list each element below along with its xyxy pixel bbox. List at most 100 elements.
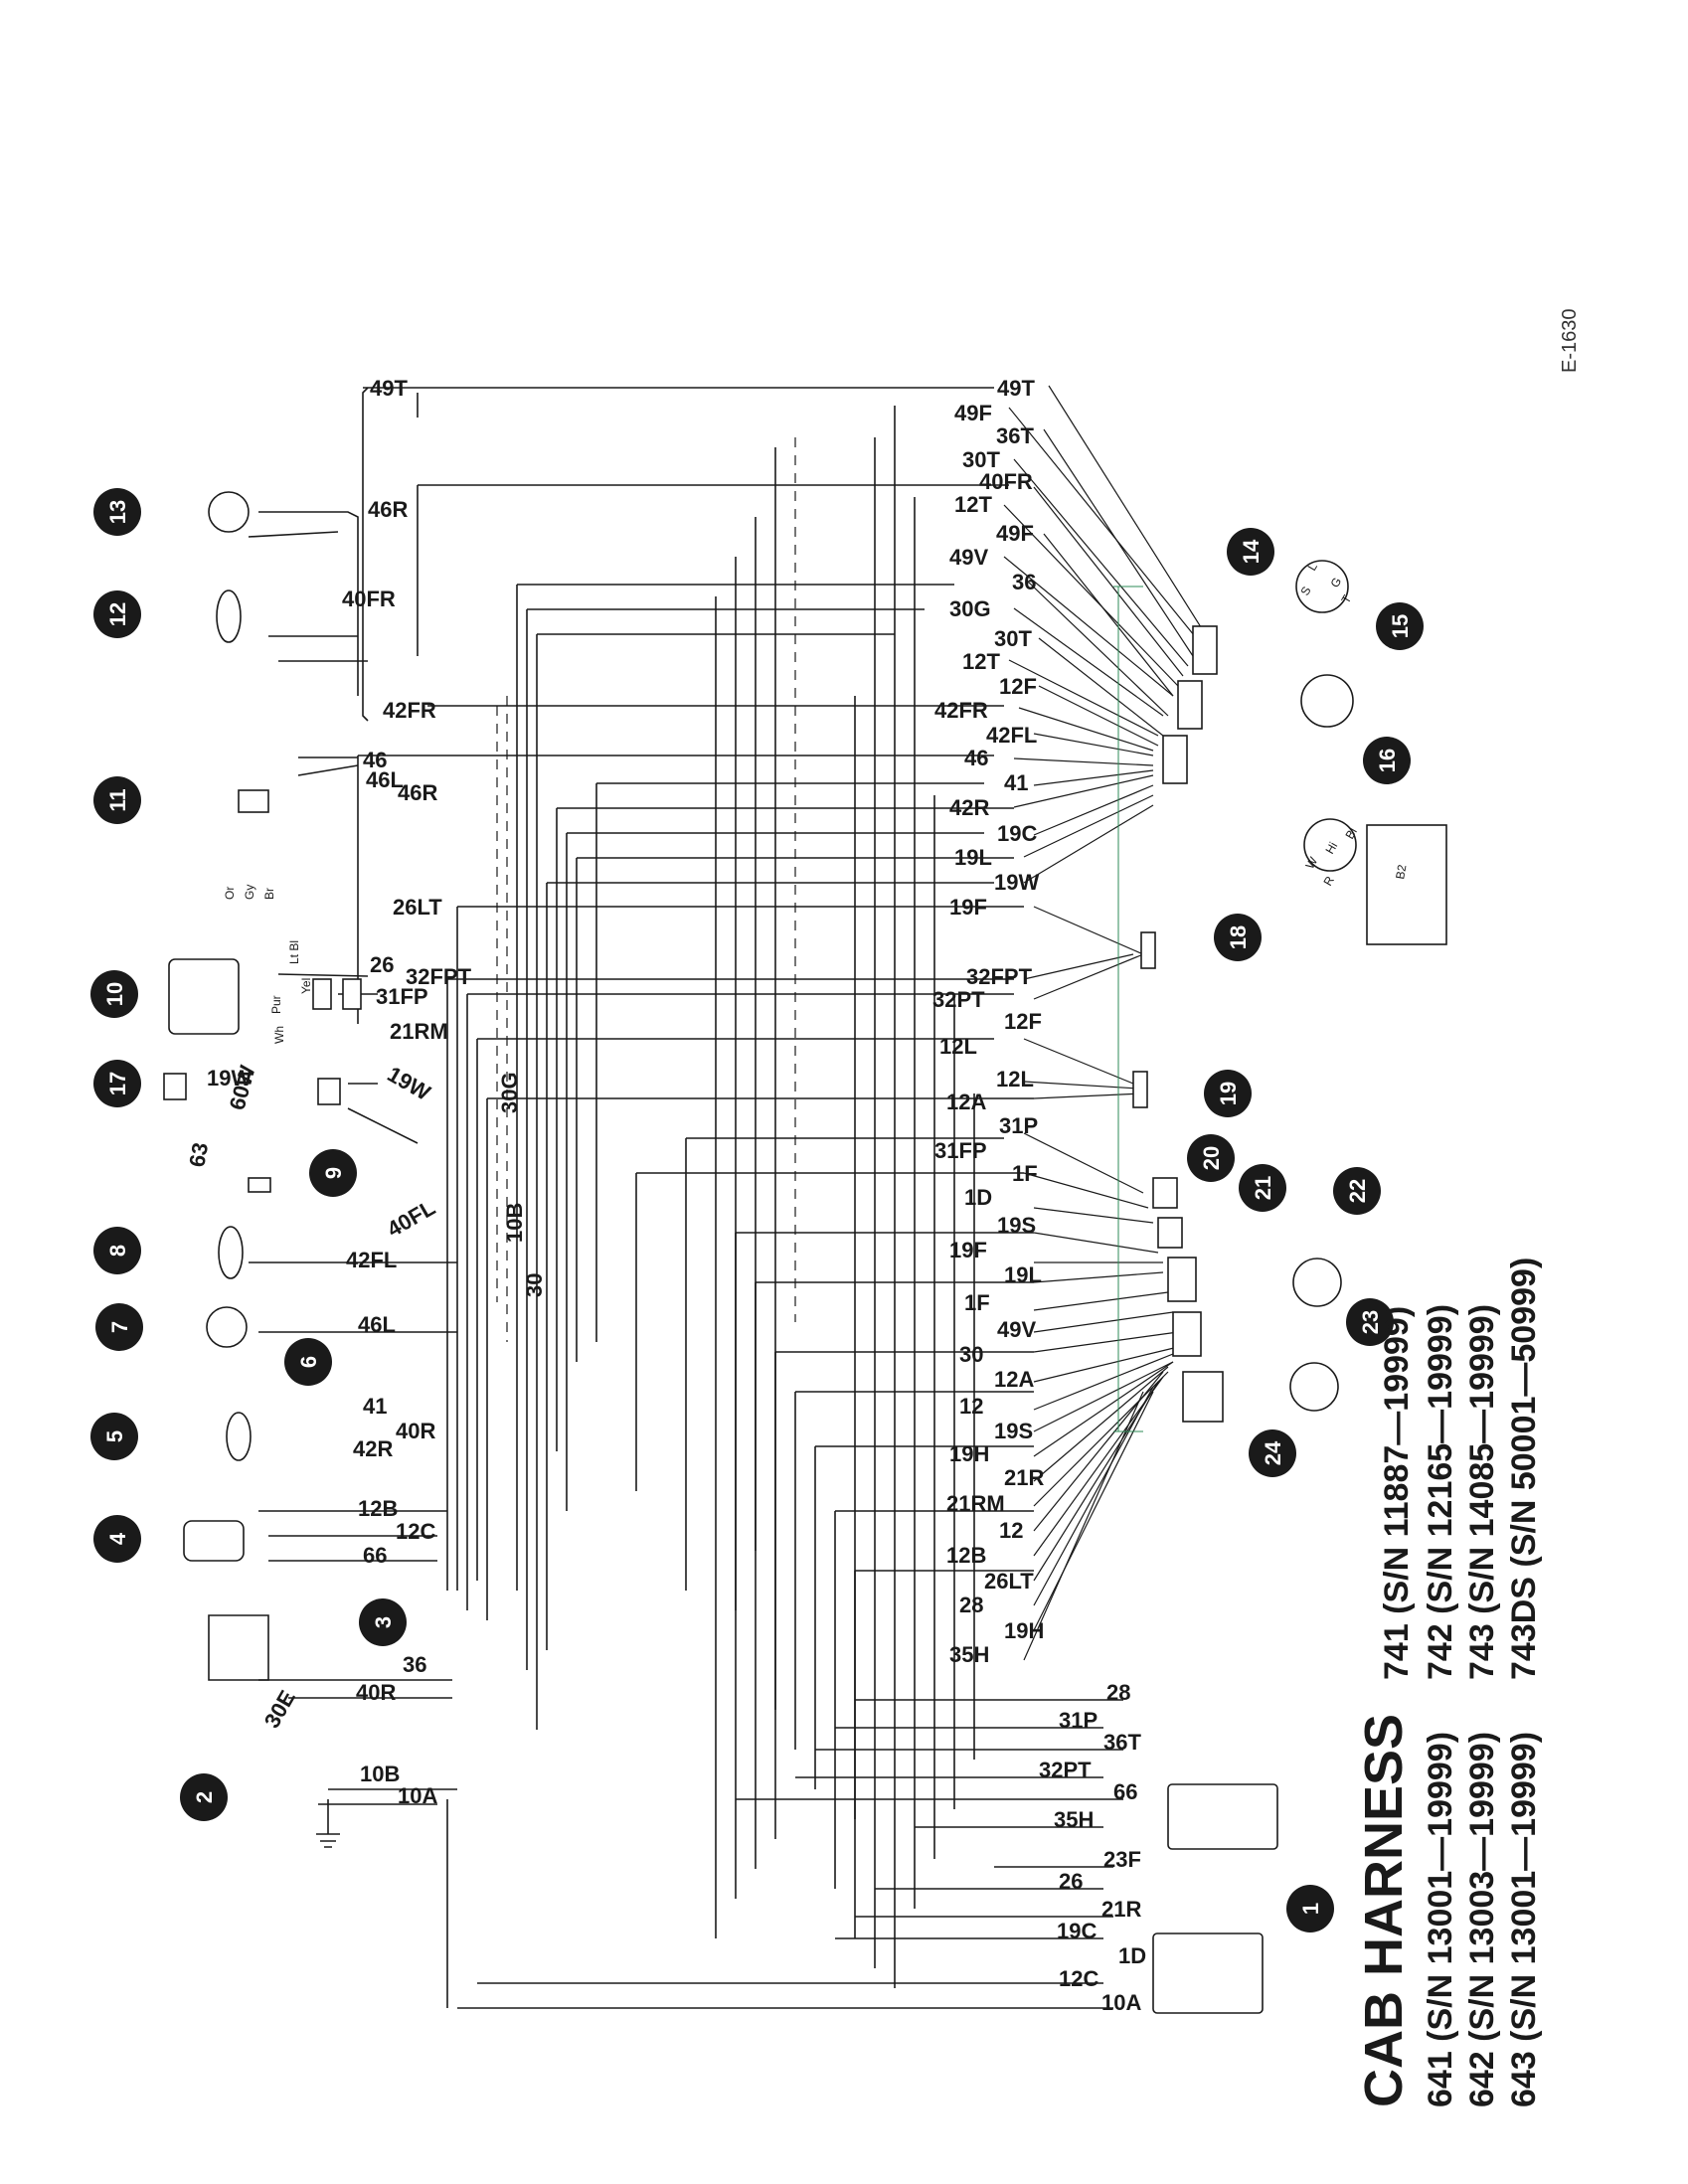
callout-number: 4 [105,1532,130,1545]
callout-number: 22 [1345,1179,1370,1203]
wire-label: 28 [959,1593,983,1617]
callout-5: 5 [90,1413,138,1460]
wire-label: 1D [964,1185,992,1210]
connector-14 [1192,625,1218,675]
callout-circle [1227,528,1274,576]
wire-label: 30 [522,1273,547,1297]
main-connector-1a [1167,1783,1278,1850]
callout-number: 17 [105,1072,130,1095]
wire-label: 1F [964,1290,990,1315]
callout-number: 13 [105,500,130,524]
wire-label: 36T [996,423,1034,448]
component-mark: Lt Bl [287,940,301,964]
callout-number: 8 [105,1245,130,1257]
callout-circle [90,970,138,1018]
wire-label: 26LT [984,1569,1034,1594]
wire-label: 12B [946,1543,986,1568]
wire-label: 49T [370,376,408,401]
callout-13: 13 [93,488,141,536]
callout-number: 18 [1226,925,1251,949]
component-mark: B2 [1393,863,1409,880]
wiper-3 [208,1614,269,1681]
module-plug [312,978,332,1010]
work-lamp-12 [216,589,242,643]
callout-18: 18 [1214,914,1262,961]
callout-number: 5 [102,1430,127,1442]
callout-circle [93,776,141,824]
wire-label: 12 [959,1394,983,1419]
callout-22: 22 [1333,1167,1381,1215]
module-plug-2 [342,978,362,1010]
wire-label: 19C [997,821,1037,846]
callout-20: 20 [1187,1134,1235,1182]
callout-circle [180,1773,228,1821]
wire-label: 30T [962,447,1000,472]
callout-3: 3 [359,1598,407,1646]
wire-label: 63 [184,1140,213,1168]
wire-label: 42FL [346,1248,397,1272]
callout-number: 20 [1199,1146,1224,1170]
connector-wire-label: 12C [1059,1966,1098,1991]
connector-wire-label: 31P [1059,1708,1097,1733]
callout-8: 8 [93,1227,141,1274]
component-mark: Or [223,887,237,900]
wire-label: 12L [996,1067,1034,1092]
callout-21: 21 [1239,1164,1286,1212]
connector-wire-label: 26 [1059,1869,1083,1894]
wire-label: 40FL [383,1195,439,1242]
callout-number: 15 [1388,614,1413,638]
wire-label: 12F [1004,1009,1042,1034]
callout-circle [1239,1164,1286,1212]
wire-label: 31FP [934,1138,987,1163]
connector-20 [1152,1177,1178,1209]
figure-ref-block: E-1630 [1559,309,1581,374]
callout-number: 1 [1298,1903,1323,1915]
wire-label: 49V [997,1317,1036,1342]
callout-circle [1249,1429,1296,1477]
connector-15 [1177,680,1203,730]
wire-label: 30T [994,626,1032,651]
wire-label: 40FR [342,587,396,611]
left-leaders [248,387,457,1805]
pin-diagram-22 [1292,1258,1342,1307]
callout-circle [93,590,141,638]
connector-wire-label: 35H [1054,1807,1094,1832]
wire-label: 19H [1004,1618,1044,1643]
module-10 [168,958,240,1035]
wire-label: 32FPT [406,964,472,989]
connector-16 [1162,735,1188,784]
connector-wire-label: 66 [1113,1779,1137,1804]
wire-label: 31P [999,1113,1038,1138]
model-line-5: 742 (S/N 12165—19999) [1422,1304,1459,1680]
callout-circle [1346,1298,1394,1346]
relay-17 [163,1073,187,1100]
work-lamp-5 [226,1412,252,1461]
wire-label: 10B [360,1762,400,1786]
work-lamp-8 [218,1226,244,1279]
pin-diagram-23 [1289,1362,1339,1412]
wire-label: 30 [959,1342,983,1367]
callout-number: 21 [1251,1176,1275,1200]
wire-label: 49T [997,376,1035,401]
wire-label: 19S [994,1419,1033,1443]
component-mark: Yel [299,978,313,994]
wire-label: 19W [207,1066,252,1091]
callout-number: 6 [296,1356,321,1368]
callout-number: 24 [1261,1440,1285,1465]
component-mark: Gy [243,885,256,900]
callout-number: 3 [371,1616,396,1628]
switch-11 [238,789,269,813]
callout-circle [1363,737,1411,784]
wire-label: 49F [996,521,1034,546]
connector-wire-label: 21R [1101,1897,1141,1922]
wire-label: 1F [1012,1161,1038,1186]
callout-circle [284,1338,332,1386]
wire-label: 41 [363,1394,387,1419]
connector-21 [1157,1217,1183,1249]
socket-18 [1140,931,1156,969]
component-mark: R [1320,874,1337,889]
callout-number: 23 [1358,1310,1383,1334]
wire-label: 32FPT [966,964,1033,989]
